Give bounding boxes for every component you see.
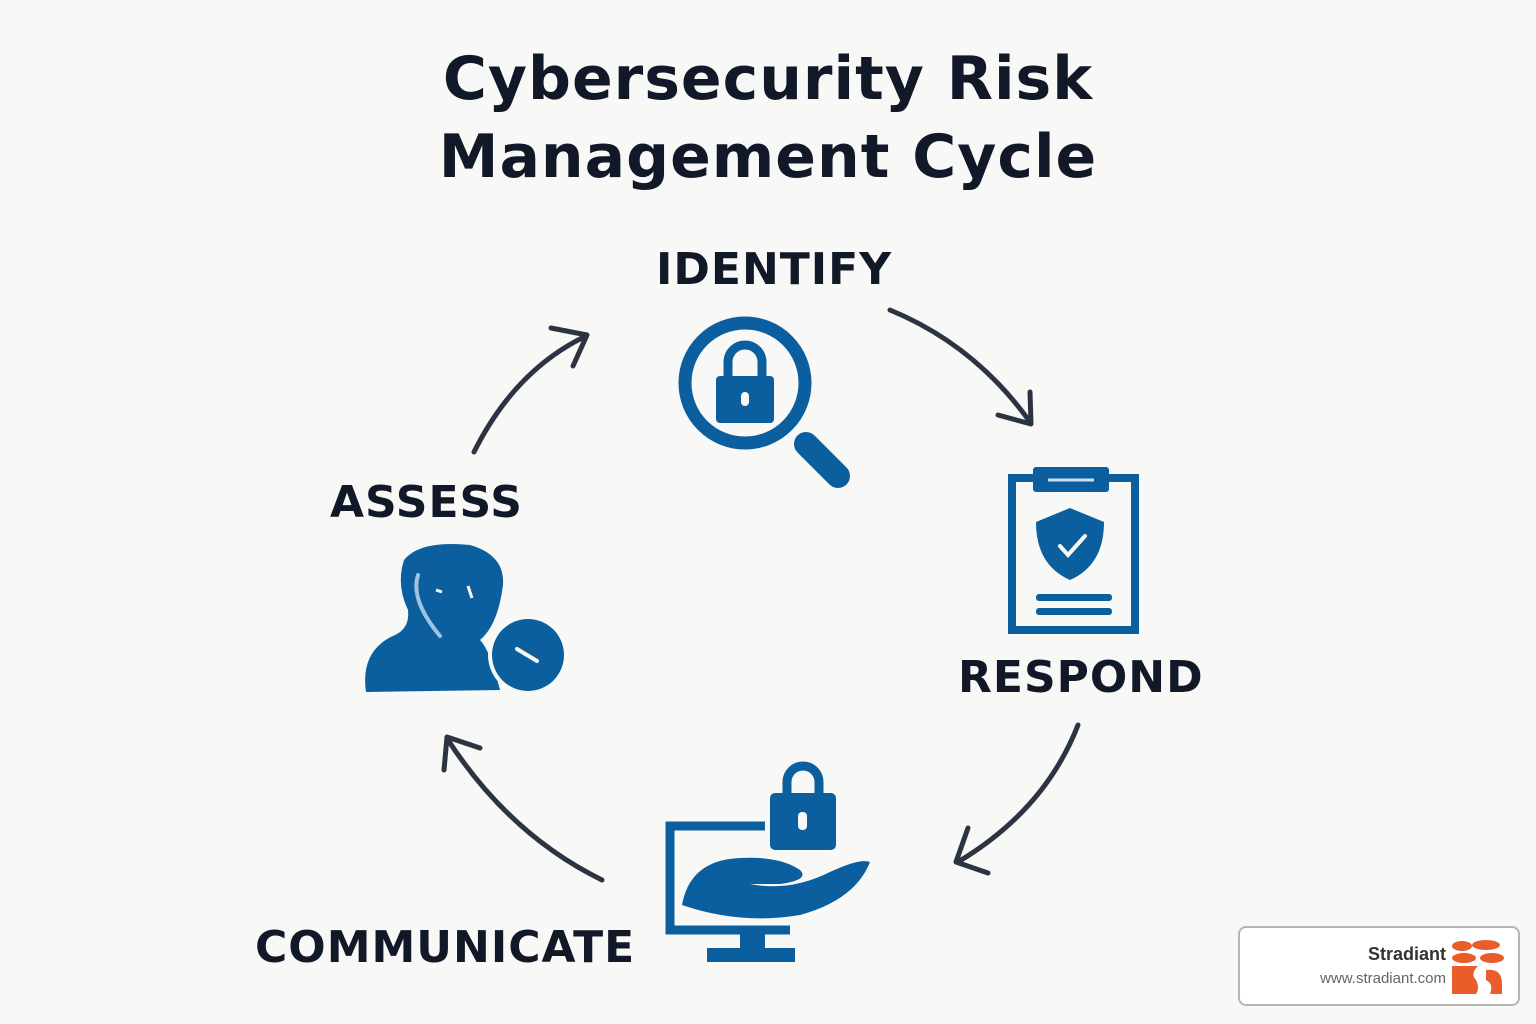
arrow-assess-to-identify (471, 325, 590, 455)
stradiant-logo-icon (1452, 940, 1504, 994)
stage-label-assess: ASSESS (330, 477, 523, 528)
stage-label-identify: IDENTIFY (656, 244, 893, 295)
monitor-hand-lock-icon (665, 761, 870, 962)
magnifier-lock-icon (678, 316, 850, 488)
brand-url[interactable]: www.stradiant.com (1320, 970, 1446, 987)
brand-badge[interactable]: Stradiant www.stradiant.com (1238, 926, 1520, 1006)
person-check-icon (365, 544, 568, 695)
title-line-1: Cybersecurity Risk (442, 44, 1094, 114)
arrow-communicate-to-assess (441, 734, 605, 883)
arrow-respond-to-communicate (953, 722, 1081, 876)
page-title: Cybersecurity Risk Management Cycle (0, 40, 1536, 196)
brand-name: Stradiant (1367, 944, 1446, 964)
title-line-2: Management Cycle (438, 122, 1098, 192)
clipboard-shield-icon (1008, 467, 1139, 634)
stage-label-communicate: COMMUNICATE (255, 922, 636, 973)
stage-label-respond: RESPOND (958, 652, 1204, 703)
arrow-identify-to-respond (887, 307, 1034, 427)
